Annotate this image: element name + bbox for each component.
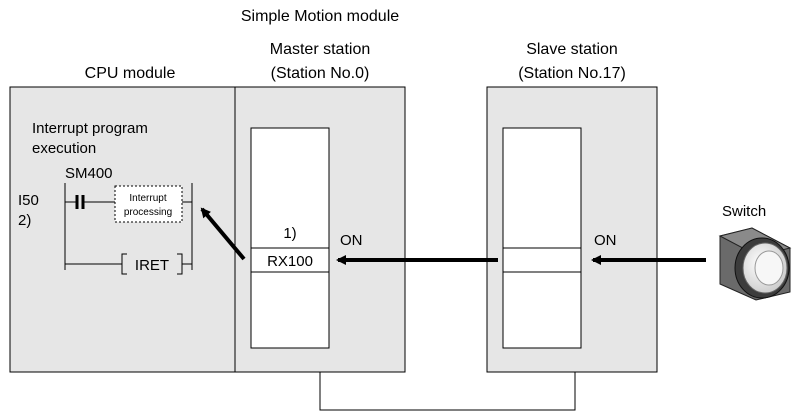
interrupt-execution-label: execution [32, 140, 96, 157]
rx100-cell [250, 247, 330, 273]
on-label-slave: ON [594, 232, 617, 249]
master-station-label: Master station [270, 41, 370, 58]
sm400-label: SM400 [65, 165, 113, 182]
rx100-label: RX100 [267, 253, 313, 270]
slave-device-panel [502, 127, 582, 349]
on-label-master: ON [340, 232, 363, 249]
iret-bracket-left [121, 253, 127, 275]
arrow-rx100-to-interrupt [200, 207, 246, 261]
switch-label: Switch [722, 203, 766, 220]
network-cable [319, 372, 576, 411]
interrupt-processing-box [114, 185, 183, 223]
step-1-label: 1) [283, 225, 296, 242]
interrupt-pointer-label: I50 [18, 192, 39, 209]
slave-device-cell [502, 247, 582, 273]
iret-label: IRET [135, 257, 169, 274]
simple-motion-module-label: Simple Motion module [241, 8, 399, 25]
step-2-label: 2) [18, 212, 31, 229]
interrupt-program-label: Interrupt program [32, 120, 148, 137]
switch-icon [718, 227, 792, 301]
cpu-module-box [9, 86, 236, 373]
interrupt-processing-line2: processing [124, 207, 172, 218]
master-station-number: (Station No.0) [271, 65, 370, 82]
cpu-module-label: CPU module [85, 65, 176, 82]
interrupt-processing-line1: Interrupt [129, 193, 166, 204]
master-device-panel [250, 127, 330, 349]
slave-station-number: (Station No.17) [518, 65, 626, 82]
slave-station-label: Slave station [526, 41, 618, 58]
